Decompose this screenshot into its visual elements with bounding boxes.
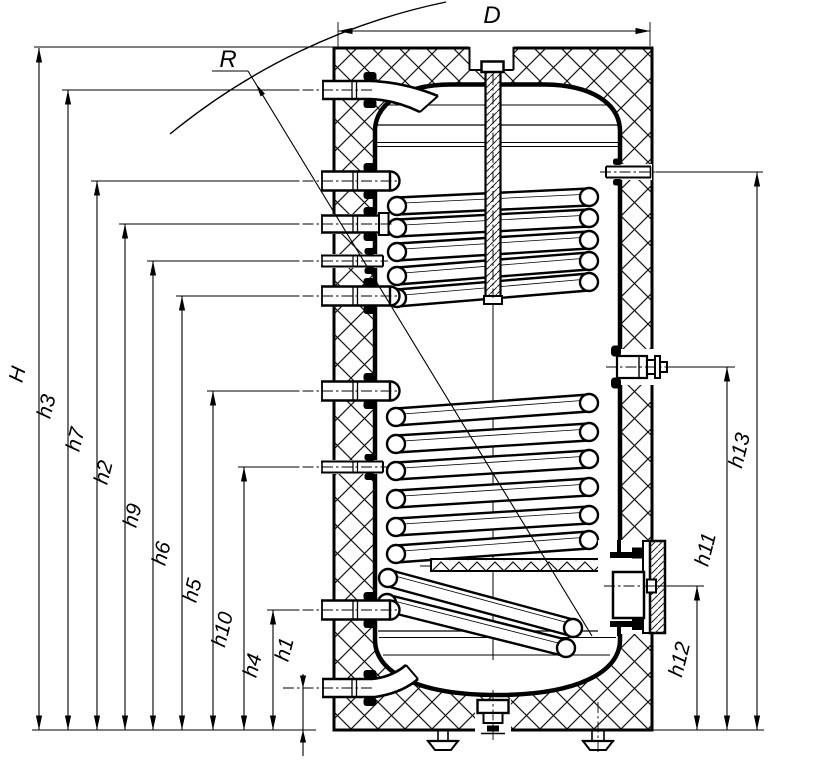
dim-label-h1: h1 (271, 635, 299, 663)
dim-label-h5: h5 (179, 576, 207, 605)
port-centerlines (283, 89, 676, 755)
dim-line-h1 (299, 674, 307, 756)
dimension-lines (35, 27, 761, 730)
bottom-coil-turns (376, 567, 584, 659)
radius-leader-line (247, 70, 593, 637)
dim-label-h12: h12 (664, 639, 695, 679)
dim-label-h11: h11 (690, 530, 720, 568)
extension-lines (32, 22, 764, 731)
dim-label-h6: h6 (148, 539, 176, 568)
flange-right-bottom-h12 (598, 539, 667, 636)
vessel-wall (372, 82, 623, 698)
dim-label-h4: h4 (239, 651, 267, 679)
baffle-plate (420, 558, 644, 572)
port-bottom-elbow-h1 (322, 664, 419, 706)
dim-label-h10: h10 (207, 609, 238, 649)
dome-radius-arc (169, 1, 447, 135)
dim-label-h2: h2 (90, 458, 118, 487)
lower-heat-exchanger-coil (385, 392, 600, 565)
central-sensor-pipe (483, 68, 503, 305)
dim-label-R: R (219, 46, 236, 73)
dim-label-h13: h13 (724, 430, 755, 470)
dim-label-h9: h9 (119, 501, 147, 530)
dim-label-D: D (483, 2, 500, 29)
dim-label-h3: h3 (33, 392, 61, 421)
dim-label-h7: h7 (62, 424, 90, 454)
left-foot (425, 730, 461, 751)
dim-label-H: H (5, 363, 31, 384)
top-manhole-recess (468, 46, 515, 74)
lower-coil-tubes (395, 393, 590, 564)
